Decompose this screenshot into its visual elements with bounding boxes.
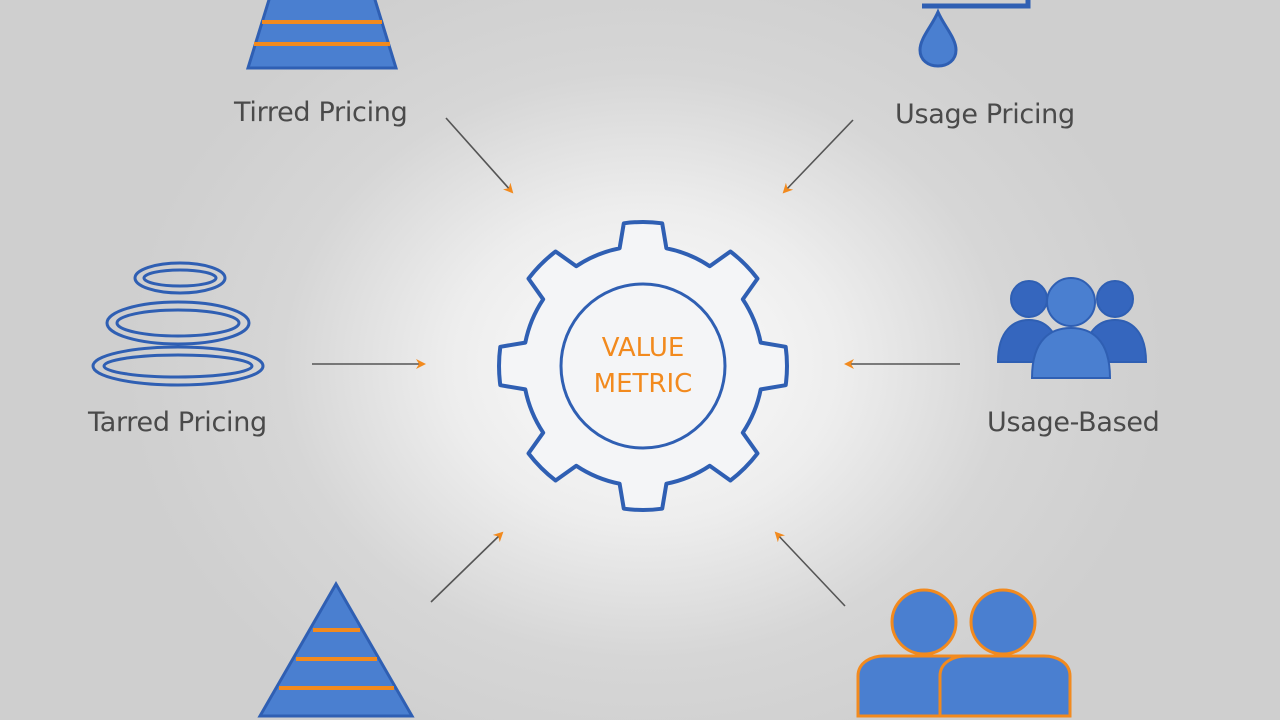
gear-icon — [497, 220, 789, 512]
label-top-left: Tirred Pricing — [234, 97, 408, 128]
value-metric-line2: METRIC — [593, 369, 693, 399]
label-middle-left: Tarred Pricing — [88, 407, 267, 438]
user-group-icon — [996, 277, 1148, 379]
label-middle-right: Usage-Based — [987, 407, 1160, 438]
value-metric-label: VALUE METRIC — [560, 330, 726, 402]
faucet-drop-icon — [918, 0, 1031, 68]
two-users-icon — [856, 588, 1072, 718]
stacked-rings-icon — [91, 261, 265, 387]
layered-pyramid-icon-bottom — [257, 580, 415, 718]
arrow-top-left — [445, 117, 514, 194]
arrows — [312, 117, 960, 607]
arrow-bottom-left — [430, 531, 504, 603]
value-metric-line1: VALUE — [601, 333, 685, 363]
arrow-top-right — [782, 119, 854, 194]
label-top-right: Usage Pricing — [895, 99, 1075, 130]
arrow-bottom-right — [774, 531, 846, 607]
layered-pyramid-icon-top — [245, 0, 399, 70]
